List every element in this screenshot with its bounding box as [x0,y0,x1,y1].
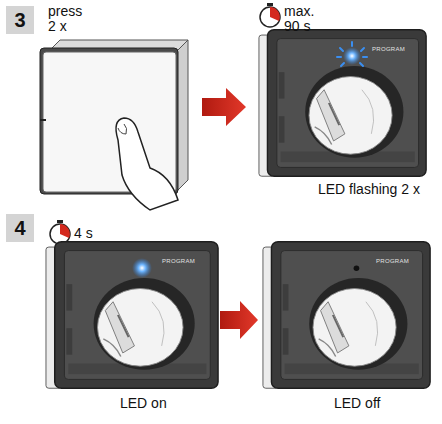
step-instruction: press 2 x [48,4,88,35]
device-marking: PROGRAM [376,258,409,265]
step-number-box: 3 [6,6,34,34]
step-number-box: 4 [6,214,34,242]
led-state: LED flashing 2 x [318,182,420,197]
led-state: LED on [120,396,167,411]
timer-icon [50,220,70,244]
device-marking: PROGRAM [162,258,195,265]
timer-icon [260,3,280,27]
finger [116,118,178,210]
step-arrow [220,301,258,339]
step-number: 4 [14,218,25,238]
program-module [46,242,218,388]
program-module [263,242,430,388]
time-limit: max. 90 s [284,4,324,35]
step-arrow [202,88,246,126]
step-number: 3 [14,10,25,30]
led-on [132,258,152,278]
led-flash [337,42,367,66]
device-marking: PROGRAM [372,46,405,53]
led-state: LED off [334,396,380,411]
rocker-switch [40,40,188,194]
program-module [259,30,426,176]
time-duration: 4 s [74,226,93,241]
